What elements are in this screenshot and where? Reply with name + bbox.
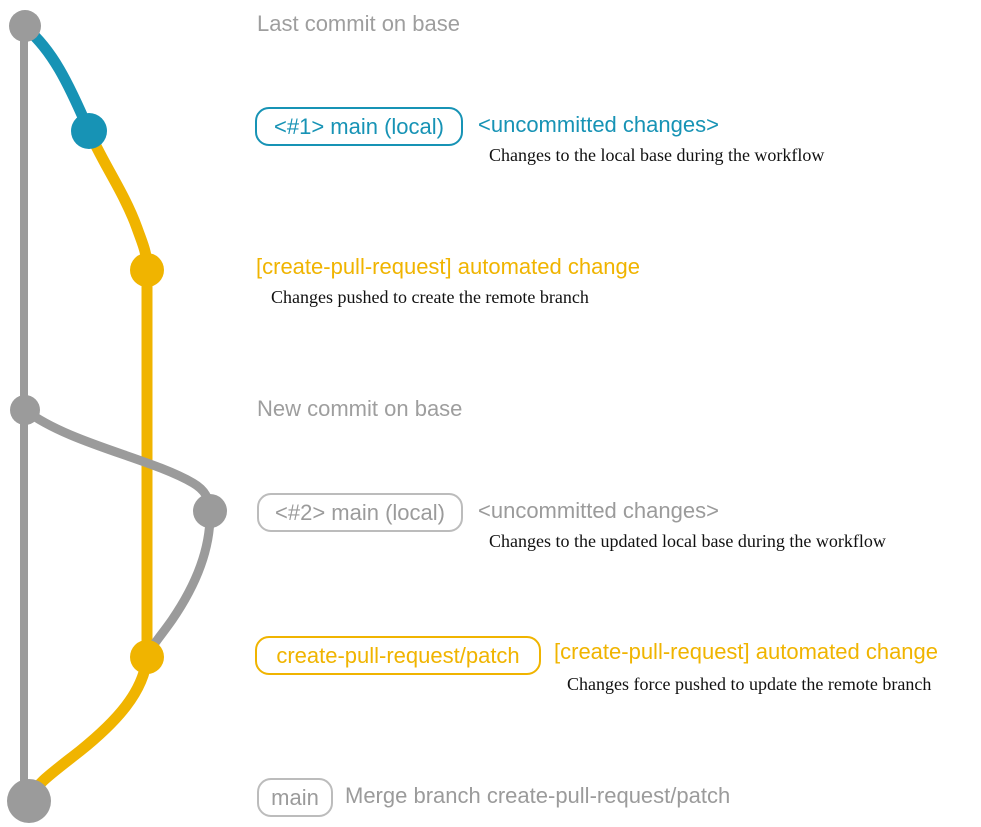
branch-badge-main-local-1: <#1> main (local) <box>255 107 463 146</box>
commit-message-automated-change-1: [create-pull-request] automated change <box>256 254 641 279</box>
commit-node-local-2 <box>193 494 227 528</box>
commit-node-patch-1 <box>130 253 164 287</box>
commit-node-merge <box>7 779 51 823</box>
new-commit-title: New commit on base <box>257 396 463 421</box>
note-local-base-changes: Changes to the local base during the wor… <box>489 145 825 165</box>
last-commit-title: Last commit on base <box>257 11 460 36</box>
patch-merge-curve <box>23 651 153 805</box>
note-updated-local-base-changes: Changes to the updated local base during… <box>489 531 886 551</box>
uncommitted-changes-label-1: <uncommitted changes> <box>478 112 719 137</box>
branch-badge-patch: create-pull-request/patch <box>255 636 541 675</box>
branch-badge-main-local-1-label: <#1> main (local) <box>274 113 444 139</box>
local-branch-curve <box>20 22 95 137</box>
commit-node-last-base <box>9 10 41 42</box>
rebase-curve-in <box>143 506 215 663</box>
branch-badge-patch-label: create-pull-request/patch <box>276 642 520 668</box>
note-force-pushed-update-remote: Changes force pushed to update the remot… <box>567 674 932 694</box>
commit-node-patch-2 <box>130 640 164 674</box>
commit-node-new-base <box>10 395 40 425</box>
commit-node-local-1 <box>71 113 107 149</box>
commit-message-merge: Merge branch create-pull-request/patch <box>345 783 731 808</box>
branch-badge-main-local-2: <#2> main (local) <box>257 493 463 532</box>
branch-badge-main: main <box>257 778 333 817</box>
commit-message-automated-change-2: [create-pull-request] automated change <box>554 639 939 664</box>
note-pushed-create-remote: Changes pushed to create the remote bran… <box>271 287 589 307</box>
patch-branch-curve-top <box>83 125 153 276</box>
branch-badge-main-label: main <box>271 784 319 810</box>
branch-badge-main-local-2-label: <#2> main (local) <box>275 499 445 525</box>
rebase-curve-out <box>20 405 215 516</box>
uncommitted-changes-label-2: <uncommitted changes> <box>478 498 719 523</box>
